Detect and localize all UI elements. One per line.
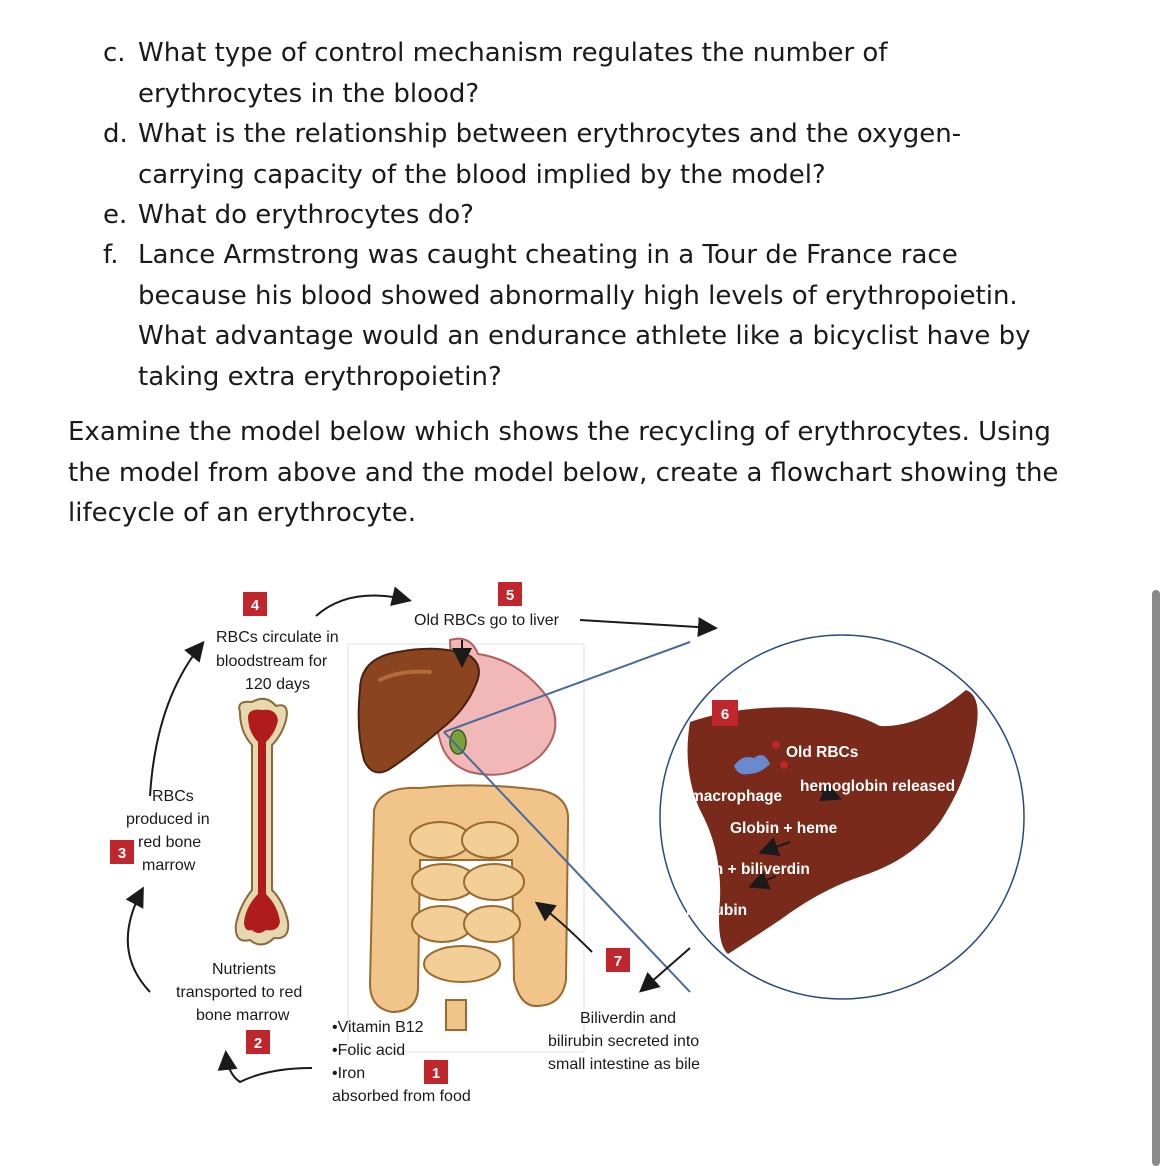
svg-text:120 days: 120 days (245, 676, 310, 693)
step-4-label: RBCs circulate in bloodstream for 120 da… (216, 629, 339, 693)
svg-text:4: 4 (251, 597, 260, 614)
svg-text:Biliverdin and: Biliverdin and (580, 1010, 676, 1027)
svg-text:•Vitamin B12: •Vitamin B12 (332, 1019, 424, 1036)
question-letter: f. (103, 240, 119, 270)
question-text: What type of control mechanism regulates… (138, 38, 888, 109)
step-6-labels: Old RBCs macrophage hemoglobin released … (686, 744, 955, 919)
svg-text:•Folic acid: •Folic acid (332, 1042, 405, 1059)
digestive-system-illustration (347, 637, 585, 1053)
svg-text:Globin + heme: Globin + heme (730, 820, 838, 837)
step-badge-2: 2 (246, 1030, 270, 1054)
svg-text:1: 1 (432, 1065, 440, 1082)
step-5-label: Old RBCs go to liver (414, 612, 560, 629)
step-7-label: Biliverdin and bilirubin secreted into s… (548, 1010, 700, 1073)
svg-text:bilirubin secreted into: bilirubin secreted into (548, 1033, 699, 1050)
svg-text:marrow: marrow (142, 857, 196, 874)
svg-text:Old RBCs: Old RBCs (786, 744, 858, 761)
svg-text:red bone: red bone (138, 834, 201, 851)
scrollbar[interactable] (1152, 590, 1160, 1166)
step-badge-3: 3 (110, 840, 134, 864)
question-letter: e. (103, 200, 128, 230)
step-badge-6: 6 (712, 700, 738, 726)
instruction-paragraph: Examine the model below which shows the … (68, 417, 1059, 528)
svg-text:•Iron: •Iron (332, 1065, 365, 1082)
step-2-label: Nutrients transported to red bone marrow (176, 961, 302, 1024)
svg-text:Nutrients: Nutrients (212, 961, 276, 978)
question-letter: c. (103, 38, 126, 68)
svg-text:2: 2 (254, 1035, 262, 1052)
svg-text:produced in: produced in (126, 811, 210, 828)
svg-text:macrophage: macrophage (690, 788, 783, 805)
step-1-label: •Vitamin B12 •Folic acid •Iron absorbed … (332, 1019, 471, 1105)
step-badge-1: 1 (424, 1060, 448, 1084)
svg-text:small intestine as bile: small intestine as bile (548, 1056, 700, 1073)
question-text: What is the relationship between erythro… (138, 119, 962, 190)
svg-text:hemoglobin released: hemoglobin released (800, 778, 955, 795)
erythrocyte-recycling-diagram: 1 2 3 4 5 6 7 RBCs circulate in bloodstr… (110, 582, 1025, 1105)
flow-arrows (125, 586, 842, 1084)
bone-illustration (234, 697, 290, 946)
step-badge-7: 7 (606, 948, 630, 972)
svg-text:bone marrow: bone marrow (196, 1007, 290, 1024)
question-text: What do erythrocytes do? (138, 200, 474, 230)
svg-text:bilirubin: bilirubin (686, 902, 747, 919)
svg-text:7: 7 (614, 953, 622, 970)
rbc-dots (734, 741, 788, 775)
svg-text:bloodstream for: bloodstream for (216, 653, 328, 670)
question-letter: d. (103, 119, 128, 149)
svg-text:Iron + biliverdin: Iron + biliverdin (694, 861, 810, 878)
question-text: Lance Armstrong was caught cheating in a… (138, 240, 1031, 392)
svg-text:5: 5 (506, 587, 514, 604)
svg-text:3: 3 (118, 845, 126, 862)
svg-text:transported to red: transported to red (176, 984, 302, 1001)
step-badge-5: 5 (498, 582, 522, 606)
svg-text:RBCs: RBCs (152, 788, 194, 805)
step-3-label: RBCs produced in red bone marrow (126, 788, 210, 874)
svg-text:RBCs circulate in: RBCs circulate in (216, 629, 339, 646)
svg-text:6: 6 (721, 706, 729, 723)
svg-text:absorbed from food: absorbed from food (332, 1088, 471, 1105)
step-badge-4: 4 (243, 592, 267, 616)
